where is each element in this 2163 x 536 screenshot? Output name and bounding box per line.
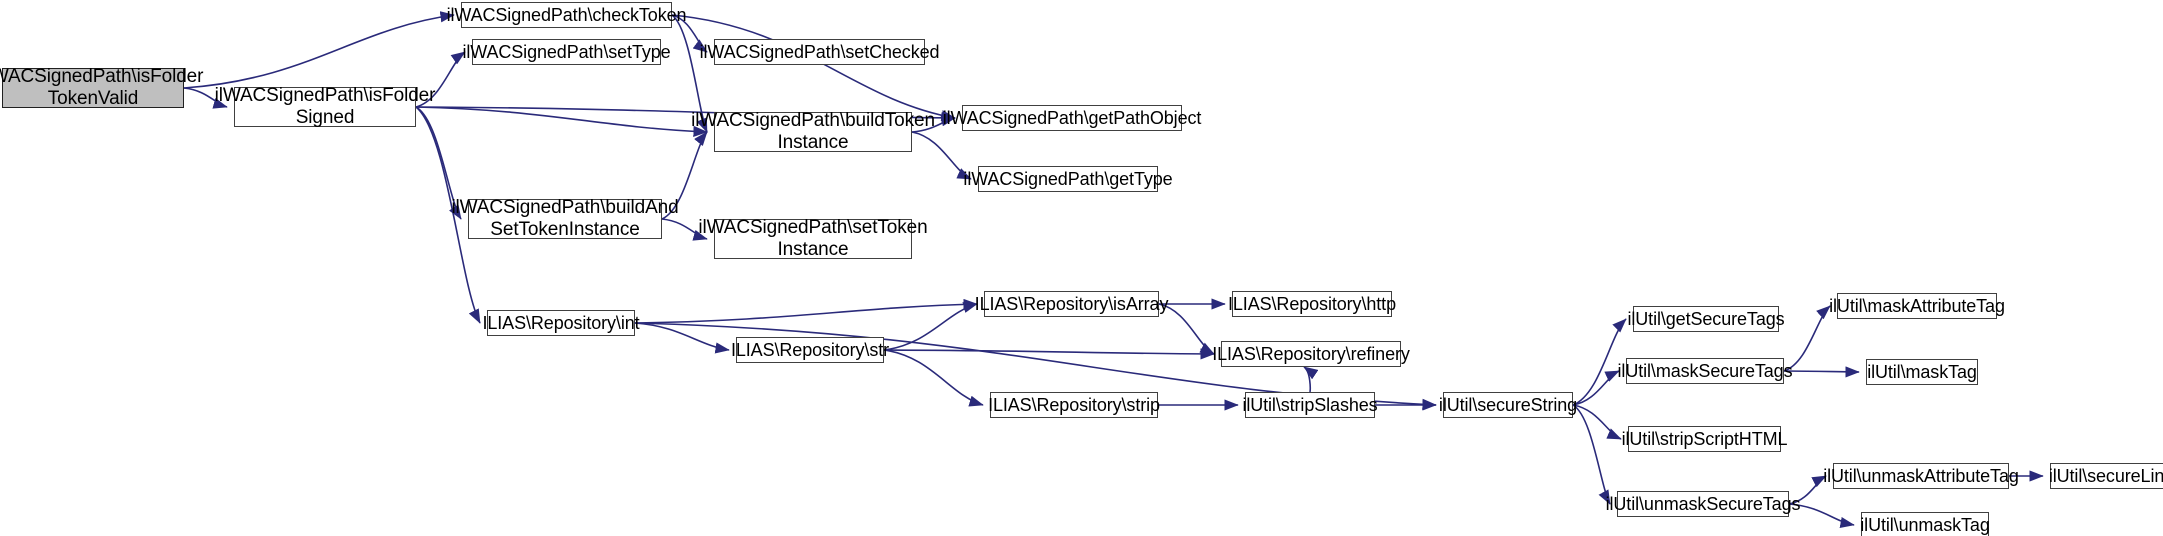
graph-edge-repoInt-to-repoIsArray xyxy=(634,298,978,324)
graph-node-secureString[interactable]: ilUtil\secureString xyxy=(1439,392,1577,418)
graph-edge-isFolderTokenValid-to-checkToken xyxy=(183,11,455,89)
graph-node-stripSlashes[interactable]: ilUtil\stripSlashes xyxy=(1242,392,1378,418)
graph-node-buildTokenInstance[interactable]: ilWACSignedPath\buildToken Instance xyxy=(691,110,935,153)
graph-edge-repoStr-to-repoRefinery xyxy=(883,348,1215,360)
graph-node-secureLink[interactable]: ilUtil\secureLink xyxy=(2049,463,2163,489)
graph-node-repoRefinery[interactable]: ILIAS\Repository\refinery xyxy=(1212,341,1410,367)
graph-node-getType[interactable]: ilWACSignedPath\getType xyxy=(963,166,1173,192)
graph-node-setType[interactable]: ilWACSignedPath\setType xyxy=(462,39,671,65)
graph-edge-checkToken-to-getPathObject xyxy=(671,14,956,122)
graph-edge-isFolderSigned-to-buildTokenInstance xyxy=(415,106,708,138)
graph-edge-secureString-to-stripScriptHTML xyxy=(1572,404,1622,440)
graph-node-repoStr[interactable]: ILIAS\Repository\str xyxy=(731,337,889,363)
graph-node-getPathObject[interactable]: ilWACSignedPath\getPathObject xyxy=(943,105,1201,131)
graph-node-unmaskSecureTags[interactable]: ilUtil\unmaskSecureTags xyxy=(1606,491,1800,517)
graph-node-maskSecureTags[interactable]: ilUtil\maskSecureTags xyxy=(1618,358,1793,384)
graph-edge-repoInt-to-repoStr xyxy=(634,322,730,354)
graph-node-maskAttributeTag[interactable]: ilUtil\maskAttributeTag xyxy=(1829,293,2005,319)
graph-node-getSecureTags[interactable]: ilUtil\getSecureTags xyxy=(1627,306,1785,332)
graph-node-repoInt[interactable]: ILIAS\Repository\int xyxy=(482,310,640,336)
graph-edge-repoStr-to-repoStrip xyxy=(883,349,984,407)
graph-node-buildAndSetTokenInstance[interactable]: ilWACSignedPath\buildAnd SetTokenInstanc… xyxy=(451,197,679,240)
graph-node-repoIsArray[interactable]: ILIAS\Repository\isArray xyxy=(975,291,1168,317)
graph-edge-secureString-to-unmaskSecureTags xyxy=(1572,404,1611,505)
graph-node-setTokenInstance[interactable]: ilWACSignedPath\setToken Instance xyxy=(698,217,928,260)
graph-node-isFolderTokenValid[interactable]: ilWACSignedPath\isFolder TokenValid xyxy=(0,66,204,109)
graph-edge-maskSecureTags-to-maskTag xyxy=(1783,366,1860,378)
graph-node-setChecked[interactable]: ilWACSignedPath\setChecked xyxy=(700,39,940,65)
graph-node-stripScriptHTML[interactable]: ilUtil\stripScriptHTML xyxy=(1622,426,1788,452)
graph-edge-secureString-to-maskSecureTags xyxy=(1572,370,1620,406)
graph-node-repoStrip[interactable]: ILIAS\Repository\strip xyxy=(988,392,1160,418)
graph-node-maskTag[interactable]: ilUtil\maskTag xyxy=(1866,359,1978,385)
graph-node-unmaskAttributeTag[interactable]: ilUtil\unmaskAttributeTag xyxy=(1823,463,2019,489)
graph-node-isFolderSigned[interactable]: ilWACSignedPath\isFolder Signed xyxy=(214,85,436,128)
graph-node-repoHttp[interactable]: ILIAS\Repository\http xyxy=(1228,291,1396,317)
graph-edge-repoStr-to-repoIsArray xyxy=(883,302,978,351)
graph-node-unmaskTag[interactable]: ilUtil\unmaskTag xyxy=(1860,512,1990,536)
graph-edge-stripSlashes-to-repoRefinery xyxy=(1303,366,1319,393)
graph-node-checkToken[interactable]: ilWACSignedPath\checkToken xyxy=(447,2,687,28)
